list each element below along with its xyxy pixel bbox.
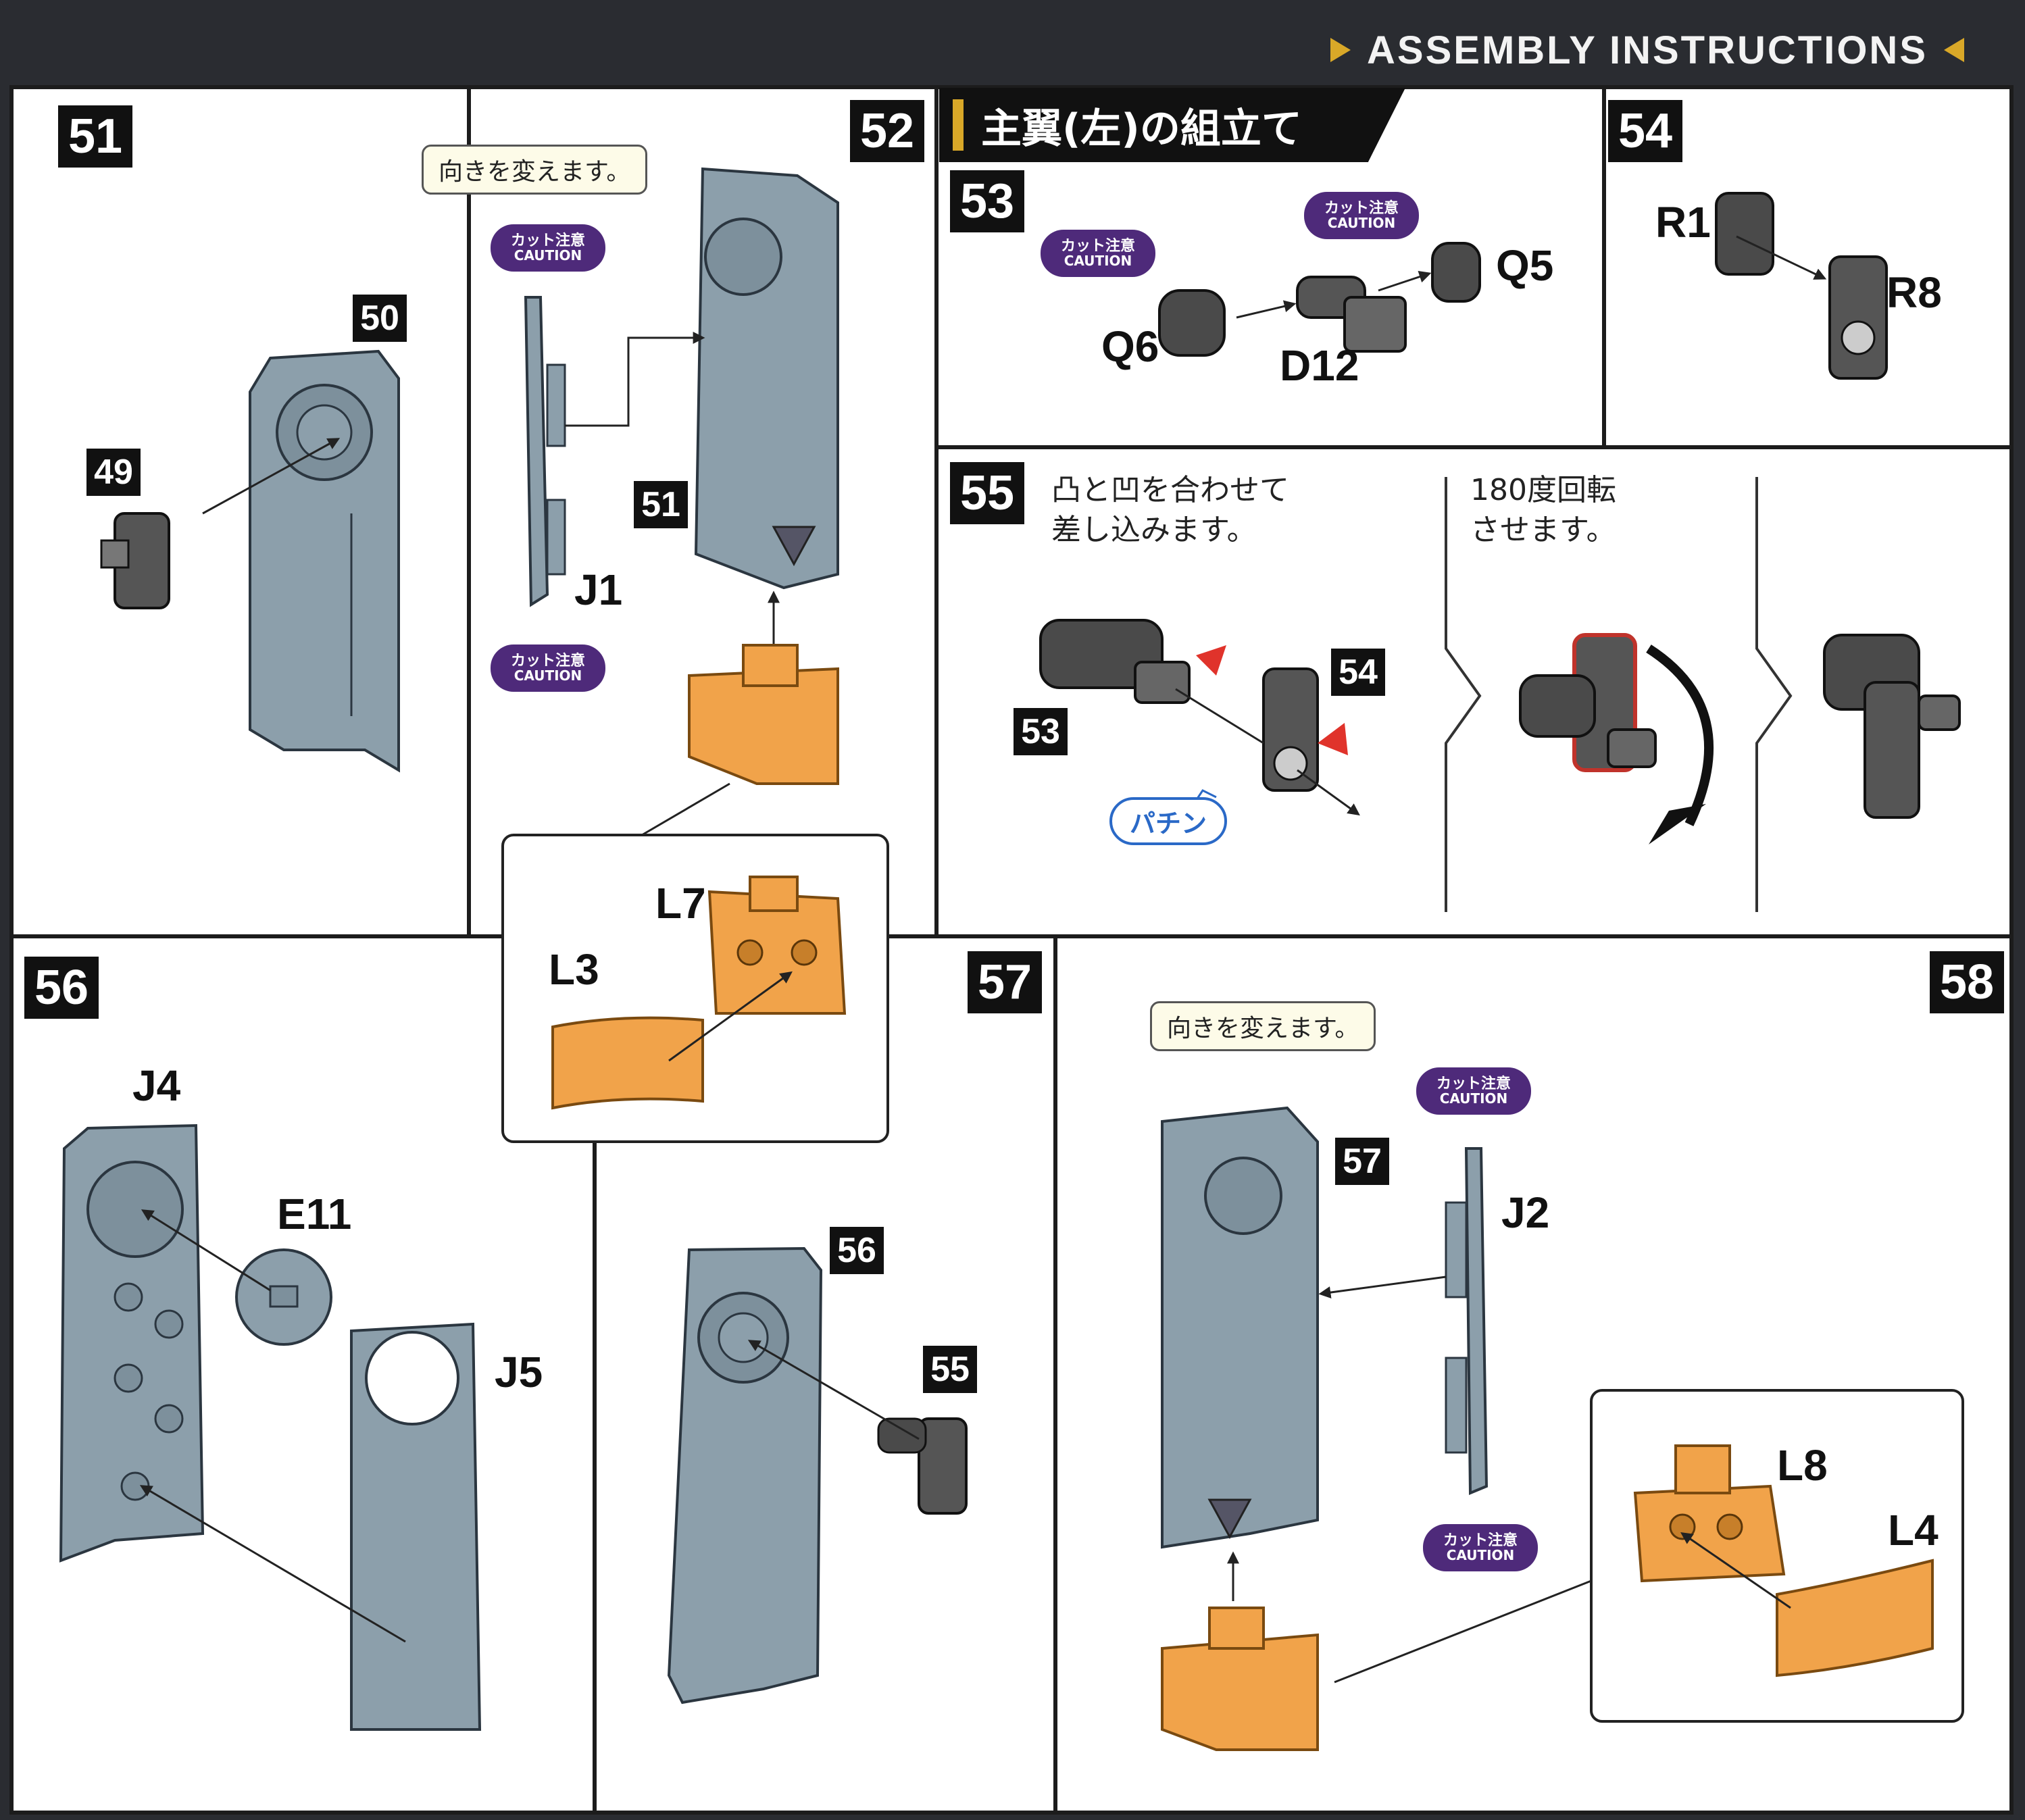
caution-jp: カット注意	[1443, 1532, 1518, 1549]
step54-parts	[1715, 192, 1888, 380]
section-title: 主翼(左)の組立て	[939, 88, 1405, 162]
header-right-triangle-icon	[1944, 38, 1964, 62]
step52-j1-strip	[524, 296, 566, 607]
caution-en: CAUTION	[1446, 1547, 1515, 1563]
caution-badge-58-bottom: カット注意 CAUTION	[1423, 1524, 1538, 1571]
step-number-56: 56	[24, 957, 99, 1019]
part-label-j1: J1	[574, 565, 623, 614]
step51-wing-panel	[249, 349, 400, 773]
tag-50: 50	[353, 295, 407, 342]
tag-51: 51	[634, 481, 688, 528]
step55-assembly-1	[1039, 619, 1348, 792]
caution-en: CAUTION	[1439, 1090, 1508, 1107]
part-label-e11: E11	[277, 1190, 352, 1238]
part-label-l7: L7	[655, 879, 706, 928]
section-title-text: 主翼(左)の組立て	[981, 105, 1302, 153]
step-number-58: 58	[1930, 951, 2004, 1013]
step55-dividers	[1445, 477, 1793, 912]
step-number-51: 51	[58, 105, 132, 168]
caution-jp: カット注意	[1060, 238, 1135, 255]
part-label-r1: R1	[1655, 198, 1711, 247]
caution-badge-52-bottom: カット注意 CAUTION	[491, 644, 605, 692]
caution-jp: カット注意	[1324, 200, 1399, 217]
step57-joint-part	[877, 1417, 968, 1515]
caution-jp: カット注意	[510, 653, 585, 669]
caution-en: CAUTION	[514, 247, 582, 263]
header-title: ASSEMBLY INSTRUCTIONS	[1367, 28, 1928, 72]
part-label-q5: Q5	[1496, 241, 1554, 290]
caution-badge-52-top: カット注意 CAUTION	[491, 224, 605, 272]
step58-l-assembly	[1161, 1607, 1319, 1751]
snap-sound-label: パチン	[1109, 797, 1228, 845]
caution-jp: カット注意	[510, 232, 585, 249]
section-title-accent	[953, 99, 964, 151]
caution-en: CAUTION	[514, 667, 582, 684]
step-number-55: 55	[950, 462, 1024, 524]
step55-note-insert: 凸と凹を合わせて 差し込みます。	[1051, 473, 1289, 548]
tag-53: 53	[1014, 708, 1068, 755]
step56-e11-disc	[235, 1248, 332, 1346]
part-label-j4: J4	[132, 1061, 181, 1110]
part-label-j5: J5	[495, 1348, 543, 1396]
step53-parts	[1158, 242, 1481, 357]
step57-wing-panel	[667, 1246, 823, 1704]
part-label-r8: R8	[1886, 268, 1942, 317]
step52-wing-panel	[694, 167, 839, 590]
tag-56: 56	[830, 1227, 884, 1274]
tag-49: 49	[86, 449, 141, 496]
step58-l4-part	[1776, 1559, 1934, 1677]
step-number-57: 57	[968, 951, 1042, 1013]
step52-l3-part	[551, 1016, 704, 1110]
tag-55: 55	[923, 1346, 977, 1393]
part-label-j2: J2	[1501, 1188, 1550, 1237]
step56-j5-panel	[350, 1322, 482, 1731]
tag-54: 54	[1331, 649, 1385, 696]
step-number-54: 54	[1608, 100, 1682, 162]
caution-en: CAUTION	[1327, 215, 1396, 231]
part-label-l8: L8	[1777, 1441, 1828, 1490]
rotate-arrow-icon	[1646, 644, 1714, 826]
step52-l-assembly	[688, 644, 839, 785]
step58-l8-part	[1633, 1444, 1786, 1583]
step55-assembly-3	[1823, 634, 1961, 819]
step52-l7-part	[707, 876, 847, 1015]
step55-assembly-2	[1519, 633, 1657, 772]
caution-jp: カット注意	[1436, 1076, 1511, 1092]
step56-j4-panel	[59, 1123, 205, 1563]
step-number-52: 52	[850, 100, 924, 162]
part-label-d12: D12	[1280, 341, 1359, 390]
part-label-q6: Q6	[1101, 322, 1159, 371]
step58-wing-panel	[1161, 1106, 1319, 1549]
header-left-triangle-icon	[1330, 38, 1351, 62]
part-label-l4: L4	[1888, 1506, 1939, 1554]
panel-dividers	[14, 89, 2012, 1811]
tag-57: 57	[1335, 1138, 1389, 1185]
caution-badge-58-top: カット注意 CAUTION	[1416, 1067, 1531, 1115]
step58-j2-strip	[1445, 1147, 1489, 1495]
part-label-l3: L3	[549, 945, 599, 994]
step-number-53: 53	[950, 170, 1024, 232]
caution-badge-53-left: カット注意 CAUTION	[1041, 230, 1155, 277]
step51-joint-part	[100, 512, 170, 609]
turn-over-bubble-52: 向きを変えます。	[422, 145, 648, 195]
turn-over-bubble-58: 向きを変えます。	[1150, 1001, 1376, 1051]
step55-note-rotate: 180度回転 させます。	[1470, 473, 1616, 548]
caution-en: CAUTION	[1064, 253, 1132, 269]
page-header: ASSEMBLY INSTRUCTIONS	[1330, 23, 1964, 77]
caution-badge-53-right: カット注意 CAUTION	[1304, 192, 1419, 239]
